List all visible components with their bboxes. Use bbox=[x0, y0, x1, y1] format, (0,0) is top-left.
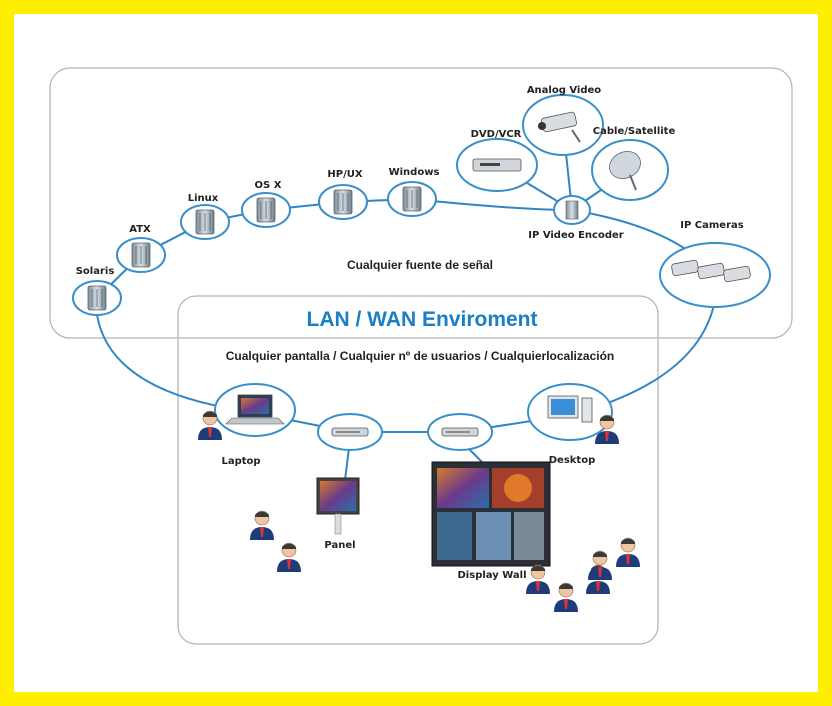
cable-satellite-node[interactable] bbox=[591, 139, 669, 201]
lan-wan-title: LAN / WAN Enviroment bbox=[306, 308, 538, 331]
server-node-linux[interactable] bbox=[180, 204, 230, 240]
laptop-node[interactable] bbox=[214, 383, 296, 437]
user-icon bbox=[615, 537, 641, 568]
switch-left-node[interactable] bbox=[317, 413, 383, 451]
server-node-windows[interactable] bbox=[387, 181, 437, 217]
label-atx: ATX bbox=[129, 224, 151, 235]
label-panel: Panel bbox=[324, 540, 356, 551]
panel-display[interactable] bbox=[316, 477, 360, 535]
switch-right-node[interactable] bbox=[427, 413, 493, 451]
label-display-wall: Display Wall bbox=[457, 570, 527, 581]
lan-wan-subtitle: Cualquier pantalla / Cualquier nº de usu… bbox=[225, 349, 615, 363]
signal-sources-box bbox=[49, 67, 793, 339]
label-cable-satellite: Cable/Satellite bbox=[592, 126, 676, 137]
display-wall[interactable] bbox=[431, 461, 551, 567]
dvd-vcr-node[interactable] bbox=[456, 138, 538, 192]
server-node-solaris[interactable] bbox=[72, 280, 122, 316]
user-icon bbox=[553, 582, 579, 613]
ip-cameras-node[interactable] bbox=[659, 242, 771, 308]
label-ip-cameras: IP Cameras bbox=[680, 220, 744, 231]
ip-video-encoder-node[interactable] bbox=[553, 195, 591, 225]
server-node-hpux[interactable] bbox=[318, 184, 368, 220]
label-desktop: Desktop bbox=[548, 455, 596, 466]
server-node-atx[interactable] bbox=[116, 237, 166, 273]
label-dvd-vcr: DVD/VCR bbox=[470, 129, 522, 140]
label-laptop: Laptop bbox=[221, 456, 261, 467]
user-icon bbox=[276, 542, 302, 573]
user-icon bbox=[249, 510, 275, 541]
label-linux: Linux bbox=[187, 193, 219, 204]
server-node-osx[interactable] bbox=[241, 192, 291, 228]
user-icon bbox=[525, 564, 551, 595]
label-analog-video: Analog Video bbox=[526, 85, 602, 96]
label-ip-video-encoder: IP Video Encoder bbox=[528, 230, 624, 241]
lan-wan-box bbox=[177, 295, 659, 645]
label-hpux: HP/UX bbox=[327, 169, 363, 180]
analog-video-node[interactable] bbox=[522, 94, 604, 156]
signal-source-label: Cualquier fuente de señal bbox=[346, 258, 494, 272]
label-osx: OS X bbox=[254, 180, 282, 191]
desktop-node[interactable] bbox=[527, 383, 613, 441]
label-solaris: Solaris bbox=[75, 266, 115, 277]
label-windows: Windows bbox=[388, 167, 440, 178]
